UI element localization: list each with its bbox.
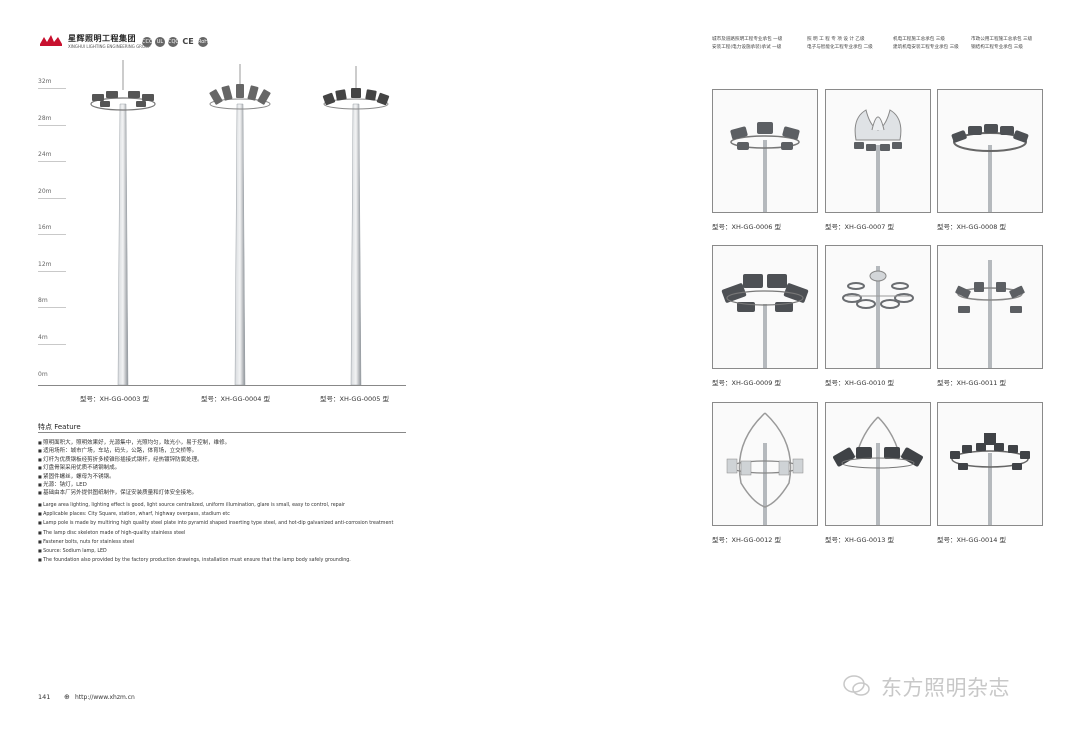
model-label-0009: 型号：XH-GG-0009 型	[712, 379, 781, 387]
list-item: 灯盘骨架采用优质不锈钢制成。	[38, 464, 408, 472]
company-name-cn: 星辉照明工程集团	[68, 34, 136, 43]
scale-label-12m: 12m	[38, 261, 52, 268]
ground-baseline	[38, 385, 406, 386]
scale-label-8m: 8m	[38, 297, 48, 304]
cert-rohs-icon: RoHS	[198, 37, 212, 47]
globe-icon: ⊕	[64, 693, 70, 701]
qualification-col-2: 照 明 工 程 专 项 设 计 乙级 电子与智能化工程专业承包 二级	[807, 37, 873, 50]
list-item: 紧固件螺丝，螺母为不锈钢。	[38, 473, 408, 481]
list-item: Fastener bolts, nuts for stainless steel	[38, 538, 408, 547]
product-image-0012	[712, 402, 818, 526]
scale-label-24m: 24m	[38, 151, 52, 158]
features-list-en: Large area lighting, lighting effect is …	[38, 501, 408, 565]
list-item: 灯杆为优质钢板经剪折多棱锥形插接式钢杆，经热镀锌防腐处理。	[38, 456, 408, 464]
features-divider	[38, 432, 406, 433]
scale-label-28m: 28m	[38, 115, 52, 122]
pole-xh-gg-0004	[209, 64, 271, 386]
qualification-col-4: 市政公用工程施工总承包 三级 钢结构工程专业承包 三级	[971, 37, 1033, 50]
list-item: Lamp pole is made by multiring high qual…	[38, 519, 408, 528]
product-image-0010	[825, 245, 931, 369]
model-label-0008: 型号：XH-GG-0008 型	[937, 223, 1006, 231]
cert-ce-icon: CE	[182, 37, 194, 46]
scale-line	[38, 344, 66, 345]
high-mast-poles-illustration	[90, 60, 390, 386]
model-label-0011: 型号：XH-GG-0011 型	[937, 379, 1006, 387]
page-number: 141	[38, 693, 51, 701]
scale-label-4m: 4m	[38, 334, 48, 341]
scale-label-0m: 0m	[38, 371, 48, 378]
qualification-col-1: 城市及道路照明工程专业承包 一级 安装工程(电力设施承装)承试 一级	[712, 37, 783, 50]
cert-ul-icon: UL	[155, 37, 165, 47]
pole-xh-gg-0003	[90, 60, 156, 386]
scale-line	[38, 307, 66, 308]
list-item: 照明面积大，照明效果好，光源集中，光照均匀，眩光小，易于控制，维修。	[38, 439, 408, 447]
model-label-0005: 型号：XH-GG-0005 型	[320, 395, 389, 403]
cert-cqc-icon: CQC	[168, 37, 179, 47]
scale-line	[38, 161, 66, 162]
scale-line	[38, 198, 66, 199]
product-image-0011	[937, 245, 1043, 369]
model-label-0006: 型号：XH-GG-0006 型	[712, 223, 781, 231]
website-link[interactable]: http://www.xhzm.cn	[75, 694, 135, 701]
qualification-col-3: 机电工程施工总承包 三级 建筑机电安装工程专业承包 三级	[893, 37, 959, 50]
pole-xh-gg-0005	[322, 66, 390, 386]
scale-label-20m: 20m	[38, 188, 52, 195]
scale-line	[38, 125, 66, 126]
company-name-en: XINGHUI LIGHTING ENGINEERING GROUP	[68, 44, 151, 49]
model-label-0004: 型号：XH-GG-0004 型	[201, 395, 270, 403]
product-image-0008	[937, 89, 1043, 213]
product-image-0014	[937, 402, 1043, 526]
list-item: 光源：钠灯，LED	[38, 481, 408, 489]
model-label-0013: 型号：XH-GG-0013 型	[825, 536, 894, 544]
list-item: 适用场所：城市广场，车站，码头，公路，体育场，立交桥等。	[38, 447, 408, 455]
list-item: Large area lighting, lighting effect is …	[38, 501, 408, 510]
product-image-0007	[825, 89, 931, 213]
list-item: The lamp disc skeleton made of high-qual…	[38, 529, 408, 538]
features-list-cn: 照明面积大，照明效果好，光源集中，光照均匀，眩光小，易于控制，维修。 适用场所：…	[38, 439, 408, 498]
watermark-text: 东方照明杂志	[881, 676, 1010, 700]
model-label-0012: 型号：XH-GG-0012 型	[712, 536, 781, 544]
product-image-0009	[712, 245, 818, 369]
scale-line	[38, 271, 66, 272]
scale-line	[38, 88, 66, 89]
certification-marks: CCC UL CQC CE RoHS	[142, 37, 212, 47]
product-image-0013	[825, 402, 931, 526]
model-label-0014: 型号：XH-GG-0014 型	[937, 536, 1006, 544]
model-label-0003: 型号：XH-GG-0003 型	[80, 395, 149, 403]
company-logo-icon	[40, 35, 62, 46]
list-item: 基础由本厂另外提供图纸制作，保证安装质量和灯体安全接地。	[38, 489, 408, 497]
scale-label-32m: 32m	[38, 78, 52, 85]
cert-ccc-icon: CCC	[142, 37, 153, 47]
scale-line	[38, 234, 66, 235]
list-item: Source: Sodium lamp, LED	[38, 547, 408, 556]
model-label-0010: 型号：XH-GG-0010 型	[825, 379, 894, 387]
product-image-0006	[712, 89, 818, 213]
list-item: Applicable places: City Square, station,…	[38, 510, 408, 519]
features-title: 特点 Feature	[38, 423, 81, 431]
wechat-icon	[843, 675, 870, 696]
scale-label-16m: 16m	[38, 224, 52, 231]
model-label-0007: 型号：XH-GG-0007 型	[825, 223, 894, 231]
list-item: The foundation also provided by the fact…	[38, 556, 408, 565]
